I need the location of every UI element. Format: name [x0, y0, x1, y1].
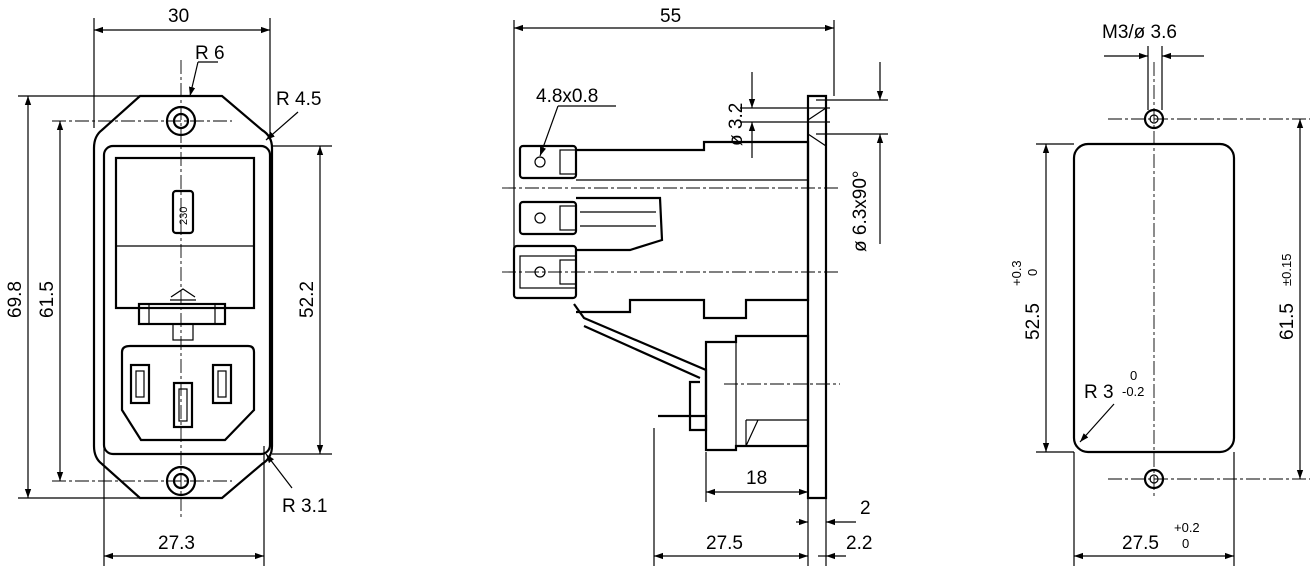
- dim-cutout-radius-tol-low: -0.2: [1122, 384, 1144, 399]
- pin-right: [211, 363, 233, 405]
- dim-cutout-radius-tol-up: 0: [1130, 368, 1137, 383]
- pin-earth: [172, 381, 194, 429]
- terminal-2: [518, 200, 578, 236]
- dim-countersink: ø 6.3x90°: [850, 170, 871, 252]
- iec-inlet-socket: [120, 344, 256, 442]
- front-frame: [102, 144, 272, 456]
- dim-height-holes: 61.5: [37, 281, 58, 318]
- drawer-arrow-icon: [170, 288, 196, 298]
- front-flange-outline: [92, 94, 274, 500]
- dim-cutout-width-tol-up: +0.2: [1174, 520, 1200, 535]
- dim-thick-22: 2.2: [846, 533, 872, 554]
- dim-depth-18: 18: [746, 468, 767, 489]
- dim-screw: M3/ø 3.6: [1102, 22, 1177, 43]
- dim-cutout-height-tol-low: 0: [1025, 269, 1040, 276]
- dim-radius-bottom: R 3.1: [282, 496, 327, 517]
- pin-left: [129, 363, 151, 405]
- dim-depth-27: 27.5: [706, 533, 743, 554]
- dim-height-overall: 69.8: [5, 281, 26, 318]
- side-view: 55 4.8x0.8 ø 3.2 ø 6.3x90° 18 2 27.5: [502, 6, 888, 566]
- dim-length: 55: [660, 6, 681, 27]
- dim-width-top: 30: [168, 6, 189, 27]
- switch-lever: [576, 196, 664, 252]
- dim-width-bottom: 27.3: [158, 533, 195, 554]
- earth-tab: [658, 380, 708, 432]
- earth-bracket: [573, 303, 708, 410]
- dim-cutout-width: 27.5: [1122, 533, 1159, 554]
- front-view: 230 30 R 6 R 4.5: [5, 6, 332, 566]
- dim-radius-top: R 6: [195, 43, 225, 64]
- dim-tab-size: 4.8x0.8: [536, 86, 598, 107]
- dim-cutout-holes: 61.5: [1277, 303, 1298, 340]
- dim-radius-corner: R 4.5: [276, 89, 321, 110]
- dim-height-body: 52.2: [297, 281, 318, 318]
- dim-cutout-width-tol-low: 0: [1182, 536, 1189, 551]
- switch-body: [576, 140, 810, 320]
- cutout-view: M3/ø 3.6 52.5 +0.3 0 61.5 ±0.15 R 3 0 -0…: [1009, 22, 1310, 566]
- inlet-body: [704, 334, 810, 452]
- dim-cutout-height: 52.5: [1023, 303, 1044, 340]
- terminal-1: [518, 144, 578, 180]
- dim-cutout-radius: R 3: [1084, 382, 1114, 403]
- dim-cutout-height-tol-up: +0.3: [1009, 260, 1024, 286]
- dim-hole-dia: ø 3.2: [726, 103, 747, 146]
- dim-thick-2: 2: [860, 498, 871, 519]
- switch-window: [114, 156, 256, 310]
- voltage-label: 230: [178, 207, 190, 225]
- dim-cutout-holes-tol: ±0.15: [1279, 254, 1294, 286]
- side-flange: [806, 94, 828, 500]
- voltage-selector: [171, 189, 195, 235]
